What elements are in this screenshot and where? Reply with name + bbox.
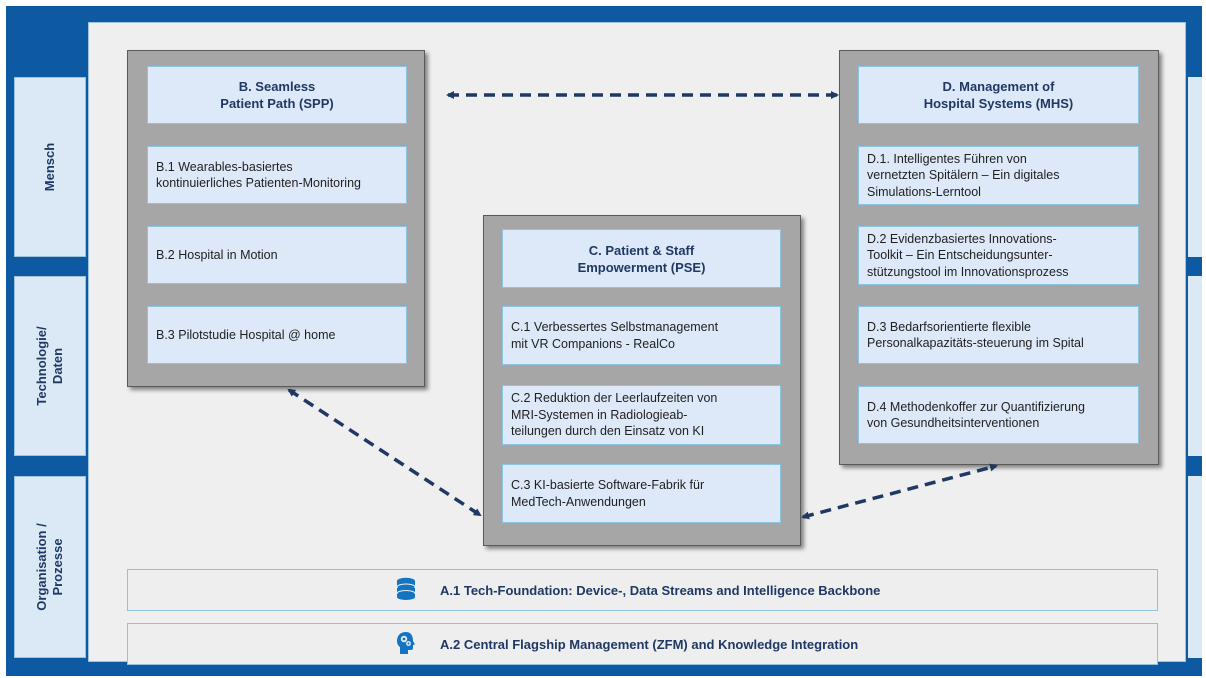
band-technologie: Technologie/ Daten [14,276,86,456]
database-icon [396,577,416,600]
box-d4: D.4 Methodenkoffer zur Quantifizierung v… [858,386,1139,444]
arrow-c-to-d [801,463,998,520]
group-c-title: C. Patient & Staff Empowerment (PSE) [502,229,781,288]
band-right-organisation [1188,476,1202,658]
band-right-technologie [1188,276,1202,456]
frame-top-border [6,6,1202,22]
band-organisation: Organisation / Prozesse [14,476,86,658]
box-c2: C.2 Reduktion der Leerlaufzeiten von MRI… [502,385,781,445]
box-d1: D.1. Intelligentes Führen von vernetzten… [858,146,1139,205]
frame-bottom-border [6,662,1202,676]
foundation-bar-a2: A.2 Central Flagship Management (ZFM) an… [127,623,1158,665]
group-d-title: D. Management of Hospital Systems (MHS) [858,66,1139,124]
box-b1: B.1 Wearables-basiertes kontinuierliches… [147,146,407,204]
box-b3: B.3 Pilotstudie Hospital @ home [147,306,407,364]
head-gears-icon [397,632,415,654]
box-d3: D.3 Bedarfsorientierte flexible Personal… [858,306,1139,364]
band-mensch: Mensch [14,77,86,257]
band-right-mensch [1188,77,1202,257]
arrow-b-to-c [287,388,482,517]
foundation-bar-a1: A.1 Tech-Foundation: Device-, Data Strea… [127,569,1158,611]
foundation-a1-label: A.1 Tech-Foundation: Device-, Data Strea… [440,582,881,598]
box-c1: C.1 Verbessertes Selbstmanagement mit VR… [502,306,781,365]
box-d2: D.2 Evidenzbasiertes Innovations- Toolki… [858,226,1139,285]
foundation-a2-label: A.2 Central Flagship Management (ZFM) an… [440,636,859,652]
group-b-title: B. Seamless Patient Path (SPP) [147,66,407,124]
box-b2: B.2 Hospital in Motion [147,226,407,284]
box-c3: C.3 KI-basierte Software-Fabrik für MedT… [502,464,781,523]
